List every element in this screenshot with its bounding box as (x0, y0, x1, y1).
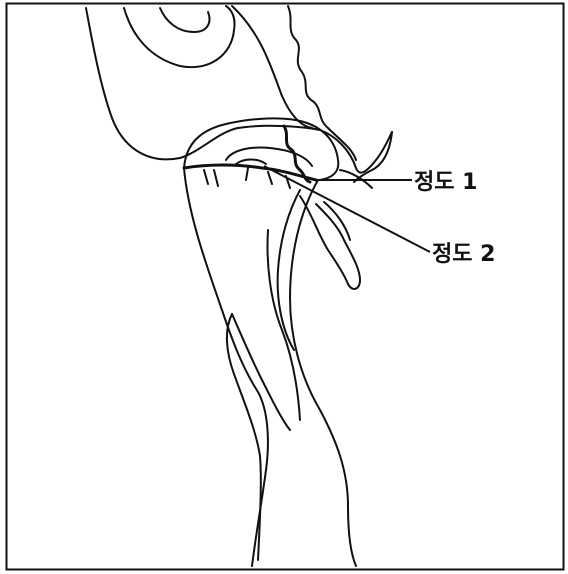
label-degree-2: 정도 2 (432, 242, 495, 267)
condyle-head-outline (184, 118, 338, 180)
posterior-process (354, 132, 392, 182)
ramus-right-contour (290, 180, 356, 566)
upper-outer-contour (86, 8, 392, 173)
coronoid-notch (227, 314, 261, 560)
leader-line-degree-2 (264, 166, 430, 252)
label-degree-1: 정도 1 (414, 170, 477, 195)
upper-small-loop (160, 8, 209, 32)
condyle-small-arc (236, 160, 266, 165)
soft-tissue-tongue (300, 196, 360, 289)
inner-sliver (232, 314, 290, 430)
frame-border (7, 4, 564, 570)
upper-inner-loop (124, 6, 235, 67)
upper-jagged-edge (288, 6, 356, 160)
